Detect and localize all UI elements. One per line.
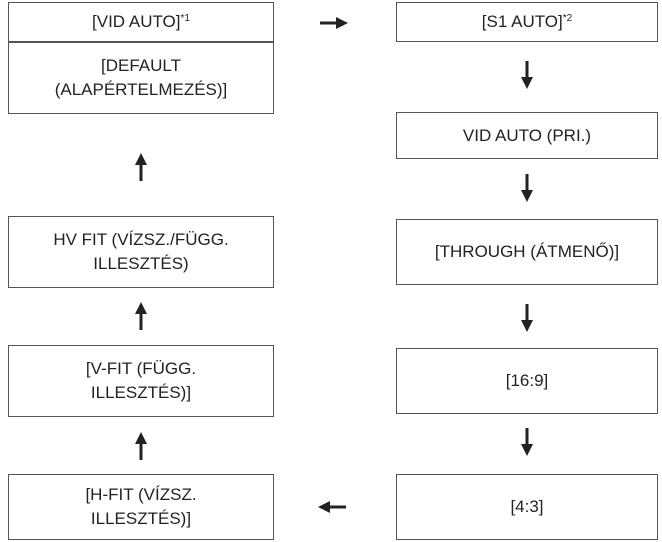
arrow-up-icon — [134, 153, 148, 181]
node-h-fit: [H-FIT (VÍZSZ. ILLESZTÉS)] — [8, 474, 274, 540]
node-default: [DEFAULT (ALAPÉRTELMEZÉS)] — [8, 42, 274, 114]
default-line1: [DEFAULT — [101, 56, 181, 75]
arrow-left-icon — [318, 500, 346, 514]
footnote-2: *2 — [562, 13, 573, 24]
default-line2: (ALAPÉRTELMEZÉS)] — [54, 80, 228, 99]
r16-9-label: [16:9] — [505, 371, 549, 390]
h-fit-line1: [H-FIT (VÍZSZ. — [85, 485, 197, 504]
node-v-fit: [V-FIT (FÜGG. ILLESZTÉS)] — [8, 345, 274, 417]
arrow-down-icon — [520, 174, 534, 202]
node-s1-auto: [S1 AUTO]*2 — [396, 2, 658, 42]
hv-fit-line2: ILLESZTÉS) — [93, 254, 189, 273]
arrow-up-icon — [134, 432, 148, 460]
h-fit-line2: ILLESZTÉS)] — [90, 509, 192, 528]
hv-fit-line1: HV FIT (VÍZSZ./FÜGG. — [53, 230, 229, 249]
node-vid-auto: [VID AUTO]*1 — [8, 2, 274, 42]
s1-auto-label: [S1 AUTO] — [481, 12, 563, 31]
v-fit-line2: ILLESZTÉS)] — [90, 383, 192, 402]
footnote-1: *1 — [180, 13, 190, 24]
arrow-down-icon — [520, 61, 534, 89]
node-4-3: [4:3] — [396, 474, 658, 540]
vid-auto-label: [VID AUTO] — [92, 12, 181, 31]
arrow-down-icon — [520, 428, 534, 456]
through-label: [THROUGH (ÁTMENŐ)] — [434, 242, 620, 261]
vid-auto-pri-label: VID AUTO (PRI.) — [462, 125, 592, 145]
r4-3-label: [4:3] — [510, 497, 544, 516]
arrow-up-icon — [134, 302, 148, 330]
arrow-right-icon — [320, 16, 348, 30]
arrow-down-icon — [520, 304, 534, 332]
node-hv-fit: HV FIT (VÍZSZ./FÜGG. ILLESZTÉS) — [8, 216, 274, 288]
v-fit-line1: [V-FIT (FÜGG. — [85, 359, 197, 378]
node-through: [THROUGH (ÁTMENŐ)] — [396, 219, 658, 285]
node-vid-auto-pri: VID AUTO (PRI.) — [396, 112, 658, 159]
node-16-9: [16:9] — [396, 348, 658, 414]
